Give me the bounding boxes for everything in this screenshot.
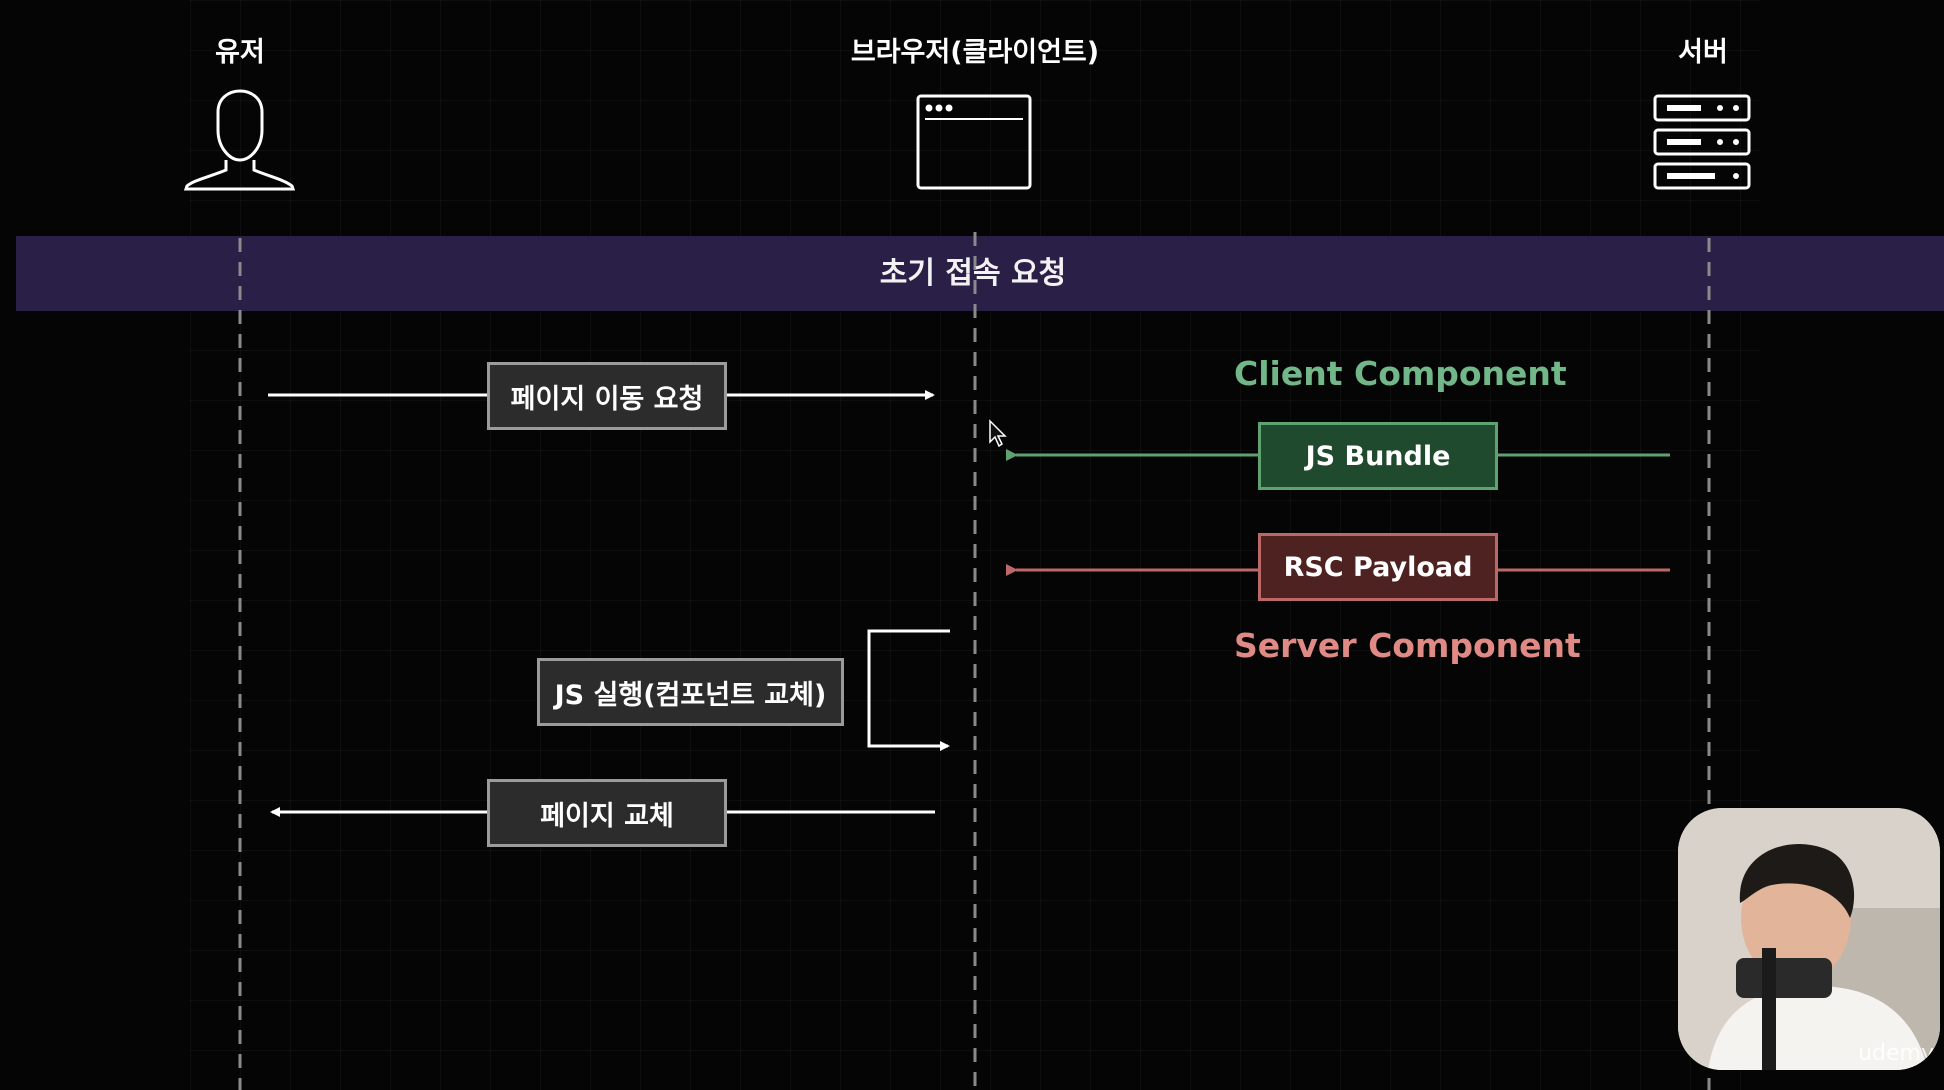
user-icon bbox=[183, 89, 296, 191]
presenter-portrait bbox=[1678, 808, 1940, 1070]
js-bundle-box: JS Bundle bbox=[1258, 422, 1498, 490]
server-rack-icon bbox=[1653, 94, 1751, 190]
page-nav-request-box: 페이지 이동 요청 bbox=[487, 362, 727, 430]
band-label-wrap: 초기 접속 요청 bbox=[0, 236, 1944, 311]
initial-request-label: 초기 접속 요청 bbox=[879, 256, 1067, 291]
browser-window-icon bbox=[916, 94, 1032, 190]
client-component-caption: Client Component bbox=[1234, 354, 1567, 393]
js-execute-bracket-arrow bbox=[867, 629, 950, 751]
page-replace-box: 페이지 교체 bbox=[487, 779, 727, 847]
actor-browser-label: 브라우저(클라이언트) bbox=[850, 37, 1100, 68]
mouse-cursor-icon bbox=[989, 419, 1007, 448]
actor-user-label: 유저 bbox=[215, 37, 265, 68]
actor-server-label: 서버 bbox=[1678, 37, 1728, 68]
server-component-caption: Server Component bbox=[1234, 626, 1581, 665]
initial-request-band bbox=[16, 236, 1944, 311]
js-execute-box: JS 실행(컴포넌트 교체) bbox=[537, 658, 844, 726]
presenter-webcam: udemy bbox=[1678, 808, 1940, 1070]
udemy-watermark: udemy bbox=[1858, 1041, 1934, 1066]
rsc-payload-box: RSC Payload bbox=[1258, 533, 1498, 601]
